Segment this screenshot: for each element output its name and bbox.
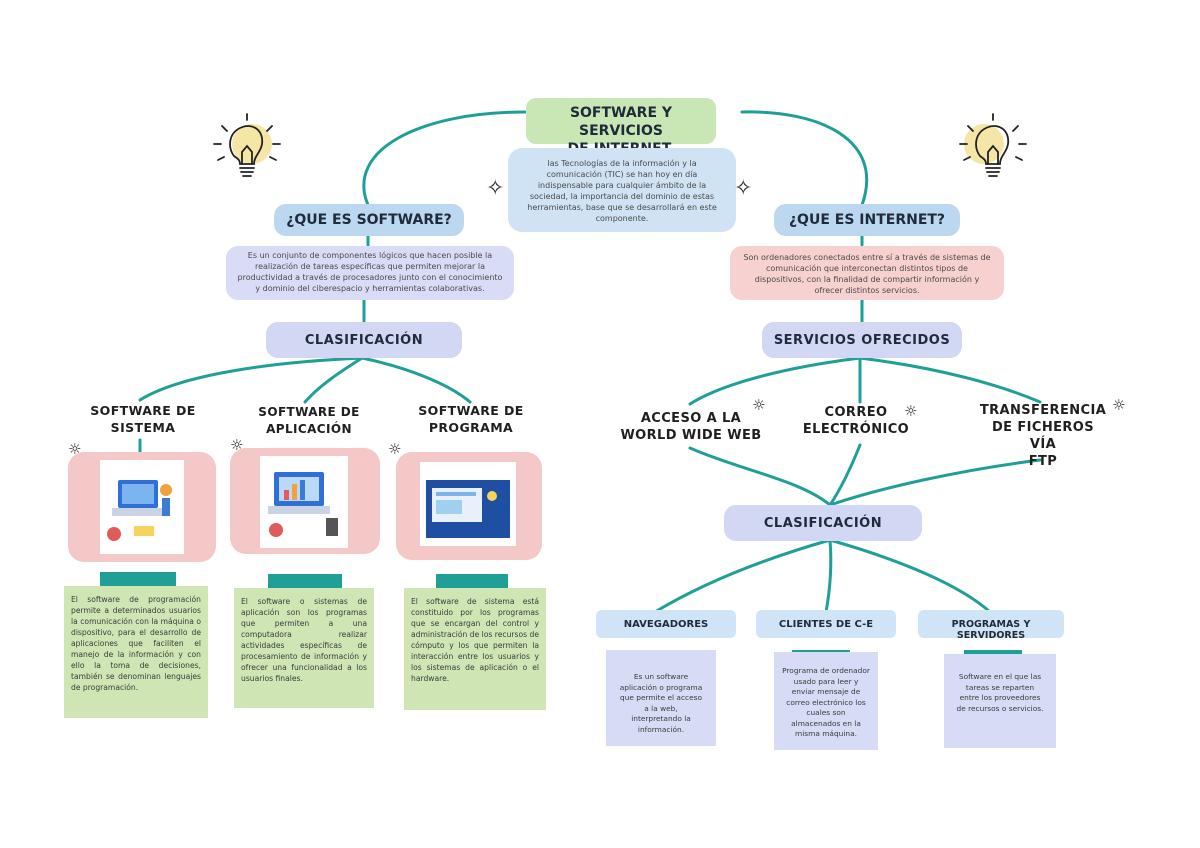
internet-services-title: SERVICIOS OFRECIDOS [762,322,962,358]
connector-ftp-class [828,458,1042,507]
browser-illustration-icon [426,480,510,538]
image-frame-programa [396,452,542,560]
sun-sparkle-icon: ☼ [1112,396,1126,414]
lightbulb-icon [959,113,1027,177]
service-title-correo: CORREO ELECTRÓNICO [802,405,910,437]
connector-class-aplicacion [303,356,364,404]
tape-sistema [100,572,176,586]
sparkle-icon: ✧ [486,176,505,201]
software-type-title-aplicacion: SOFTWARE DE APLICACIÓN [258,405,360,436]
connector-class-programa [360,356,472,404]
connector-class-navegadores [653,538,832,614]
software-question: ¿QUE ES SOFTWARE? [274,204,464,236]
connector-services-ftp [858,356,1042,404]
software-description-aplicacion: El software o sistemas de aplicación son… [234,588,374,708]
tape-aplicacion [268,574,342,588]
connector-class-programas [828,538,992,614]
sun-sparkle-icon: ☼ [752,396,766,414]
internet-definition: Son ordenadores conectados entre sí a tr… [730,246,1004,300]
internet-question: ¿QUE ES INTERNET? [774,204,960,236]
software-classification: CLASIFICACIÓN [266,322,462,358]
lightbulb-icon [213,113,281,177]
category-title-clientes: CLIENTES DE C-E [756,610,896,638]
software-description-sistema: El software de programación permite a de… [64,586,208,718]
internet-classification: CLASIFICACIÓN [724,505,922,541]
software-definition: Es un conjunto de componentes lógicos qu… [226,246,514,300]
chart-laptop-illustration-icon [268,472,338,537]
connector-title-internet [740,110,869,207]
service-title-www: ACCESO A LA WORLD WIDE WEB [620,411,762,443]
service-title-ftp: TRANSFERENCIA DE FICHEROS VÍA FTP [979,403,1107,469]
connector-services-www [688,356,862,406]
illustration-aplicacion [260,456,348,548]
category-title-navegadores: NAVEGADORES [596,610,736,638]
laptop-illustration-icon [107,480,172,541]
connector-www-class [688,446,832,507]
illustration-programa [420,462,516,546]
main-title: SOFTWARE Y SERVICIOS DE INTERNET. [526,98,716,157]
tape-programa [436,574,508,588]
category-description-programas: Software en el que las tareas se reparte… [944,654,1056,748]
connector-correo-class [828,443,862,507]
illustration-sistema [100,460,184,554]
connector-title-software [362,110,527,207]
sun-sparkle-icon: ☼ [904,402,918,420]
category-description-clientes: Programa de ordenador usado para leer y … [774,652,878,750]
software-type-title-programa: SOFTWARE DE PROGRAMA [418,403,524,435]
intro-note: las Tecnologías de la información y la c… [508,148,736,232]
sparkle-icon: ✧ [734,176,753,201]
software-description-programa: El software de sistema está constituido … [404,588,546,710]
connector-class-clientes [824,538,833,614]
category-description-navegadores: Es un software aplicación o programa que… [606,650,716,746]
category-title-programas: PROGRAMAS Y SERVIDORES [918,610,1064,641]
software-type-title-sistema: SOFTWARE DE SISTEMA [90,403,196,435]
image-frame-sistema [68,452,216,562]
connector-class-sistema [138,356,364,402]
sun-sparkle-icon: ☼ [388,440,402,458]
image-frame-aplicacion [230,448,380,554]
